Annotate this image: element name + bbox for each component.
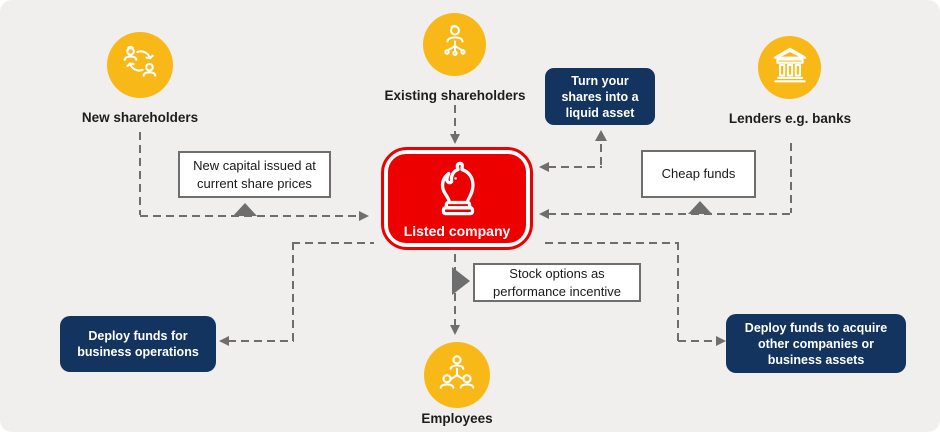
- connector-new-shareholders-horizontal: [140, 215, 359, 217]
- existing-shareholders-label: Existing shareholders: [384, 88, 526, 103]
- person-network-icon: [435, 22, 475, 67]
- arrowhead-into-company-left: [359, 211, 369, 221]
- connector-liquid-asset-vertical: [600, 144, 602, 166]
- new-shareholders-label: New shareholders: [81, 110, 199, 125]
- arrowhead-up-to-liquid-asset: [595, 130, 607, 141]
- connector-operations-horizontal-top: [292, 242, 374, 244]
- employees-label: Employees: [421, 411, 493, 426]
- connector-lenders-vertical: [790, 143, 792, 213]
- people-exchange-icon: [119, 42, 161, 89]
- lenders-node: [758, 36, 821, 99]
- arrowhead-into-company-top: [450, 134, 460, 144]
- arrowhead-lenders-to-company: [539, 209, 549, 219]
- liquid-asset-benefit: Turn your shares into a liquid asset: [545, 68, 655, 125]
- stock-options-callout: Stock options as performance incentive: [473, 263, 641, 302]
- connector-lenders-horizontal: [548, 213, 792, 215]
- arrowhead-into-operations-box: [219, 336, 229, 346]
- deploy-acquire-benefit: Deploy funds to acquire other companies …: [726, 314, 906, 373]
- arrowhead-into-employees: [450, 325, 460, 335]
- new-capital-callout: New capital issued at current share pric…: [178, 151, 331, 198]
- stock-options-pointer-icon: [452, 267, 470, 295]
- employees-node: [424, 342, 490, 408]
- lenders-label: Lenders e.g. banks: [728, 111, 852, 126]
- listed-company-node: Listed company: [381, 147, 533, 250]
- bank-icon: [769, 44, 811, 91]
- chess-knight-icon: [428, 159, 486, 222]
- connector-acquire-horizontal-top: [545, 242, 679, 244]
- connector-existing-shareholders: [454, 105, 456, 135]
- existing-shareholders-node: [423, 13, 486, 76]
- new-shareholders-node: [107, 32, 173, 98]
- new-capital-pointer-icon: [233, 203, 257, 216]
- connector-liquid-asset-horizontal: [548, 166, 602, 168]
- cheap-funds-callout: Cheap funds: [641, 150, 756, 198]
- arrowhead-into-acquire-box: [716, 336, 726, 346]
- listed-company-inner: Listed company: [388, 154, 526, 243]
- connector-new-shareholders-vertical: [139, 132, 141, 215]
- team-hierarchy-icon: [436, 352, 478, 399]
- arrowhead-liquid-asset-to-company: [539, 162, 549, 172]
- connector-acquire-vertical: [677, 242, 679, 342]
- cheap-funds-pointer-icon: [688, 201, 712, 214]
- listed-company-label: Listed company: [403, 222, 511, 239]
- connector-operations-horizontal-bottom: [228, 340, 294, 342]
- connector-operations-vertical: [292, 242, 294, 342]
- deploy-operations-benefit: Deploy funds for business operations: [60, 316, 216, 372]
- connector-acquire-horizontal-bottom: [678, 340, 718, 342]
